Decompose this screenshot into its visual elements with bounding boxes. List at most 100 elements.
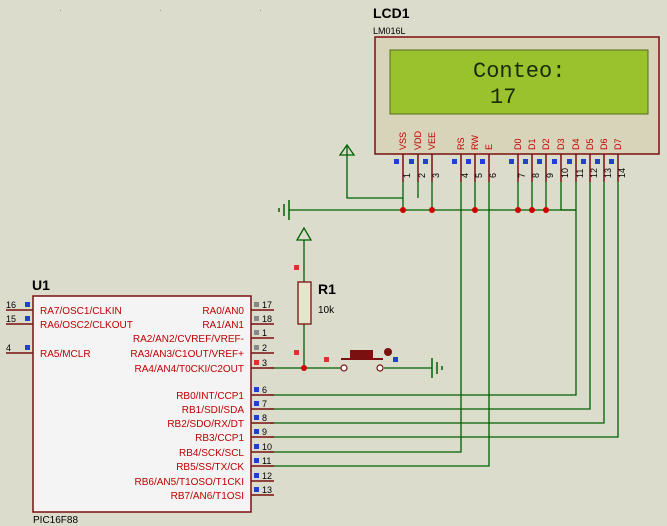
resistor-r1[interactable]: R1 10k	[294, 265, 336, 355]
lcd-pin-number: 4	[460, 173, 470, 178]
lcd-pin-vdd: VDD 2	[409, 130, 427, 182]
wire-e	[270, 182, 490, 467]
mcu-pin-label: RB1/SDI/SDA	[182, 405, 245, 416]
lcd-pin-name: E	[484, 144, 494, 150]
mcu-pin-number: 4	[6, 343, 11, 353]
mcu-right-pin-group: 17RA0/AN018RA1/AN11RA2/AN2/CVREF/VREF-2R…	[130, 300, 274, 502]
mcu-pin-label: RB0/INT/CCP1	[176, 391, 244, 402]
wire-rs	[270, 182, 462, 453]
pin-marker	[254, 487, 259, 492]
wire-d6	[270, 182, 605, 424]
pin-marker	[254, 473, 259, 478]
button-actuator-icon	[384, 348, 392, 356]
lcd-pin-d1: D18	[523, 138, 541, 182]
mcu-pin-label: RB3/CCP1	[195, 433, 244, 444]
lcd-part-label: LM016L	[373, 26, 406, 36]
lcd-pin-name: VDD	[413, 130, 423, 150]
lcd-line-1: Conteo:	[473, 59, 565, 84]
mcu-pin-label: RA6/OSC2/CLKOUT	[40, 320, 133, 331]
mcu-pin-number: 7	[262, 399, 267, 409]
lcd-pin-number: 3	[431, 173, 441, 178]
resistor-ref-label: R1	[318, 281, 336, 297]
pin-marker	[25, 302, 30, 307]
mcu-ref-label: U1	[32, 277, 50, 293]
pin-marker	[324, 357, 329, 362]
mcu-left-pin-group: 16RA7/OSC1/CLKIN15RA6/OSC2/CLKOUT4RA5/MC…	[6, 300, 133, 360]
lcd-pin-number: 1	[402, 173, 412, 178]
lcd-pin-name: D6	[599, 138, 609, 150]
lcd-pin-name: RW	[470, 135, 480, 150]
wire-d7	[270, 182, 619, 438]
mcu-pin-label: RB2/SDO/RX/DT	[167, 419, 244, 430]
mcu-pin-label: RA2/AN2/CVREF/VREF-	[133, 334, 244, 345]
mcu-pin-label: RB6/AN5/T1OSO/T1CKI	[135, 477, 244, 488]
resistor-body	[297, 281, 312, 325]
pin-marker	[254, 302, 259, 307]
mcu-pin-number: 8	[262, 413, 267, 423]
junctions	[301, 207, 549, 371]
mcu-component[interactable]: U1 PIC16F88 16RA7/OSC1/CLKIN15RA6/OSC2/C…	[6, 277, 274, 526]
lcd-pin-number: 11	[575, 169, 585, 178]
pin-marker	[254, 429, 259, 434]
pin-marker	[452, 159, 457, 164]
pin-marker	[423, 159, 428, 164]
lcd-pin-d0: D07	[509, 138, 527, 182]
lcd-pin-number: 2	[417, 173, 427, 178]
lcd-pin-number: 7	[517, 173, 527, 178]
mcu-pin-number: 2	[262, 343, 267, 353]
pin-marker	[25, 316, 30, 321]
pin-marker	[254, 330, 259, 335]
lcd-pin-number: 6	[488, 173, 498, 178]
pin-marker	[254, 458, 259, 463]
pin-marker	[254, 444, 259, 449]
push-button[interactable]	[324, 348, 398, 372]
mcu-part-label: PIC16F88	[33, 515, 78, 526]
pin-marker	[254, 415, 259, 420]
lcd-pin-d2: D29	[537, 138, 555, 182]
pin-marker	[567, 159, 572, 164]
pin-marker	[254, 360, 259, 365]
lcd-pin-number: 14	[617, 168, 627, 178]
wire-vdd	[346, 145, 403, 199]
mcu-pin-label: RB4/SCK/SCL	[179, 448, 244, 459]
wires	[270, 145, 619, 467]
mcu-pin-number: 18	[262, 314, 272, 324]
pin-marker	[254, 345, 259, 350]
mcu-pin-label: RA7/OSC1/CLKIN	[40, 306, 122, 317]
lcd-pin-e: E6	[480, 144, 498, 182]
pin-marker	[254, 401, 259, 406]
ground-icon	[278, 200, 290, 220]
lcd-pin-number: 8	[531, 173, 541, 178]
lcd-component[interactable]: LCD1 LM016L Conteo: 17 VSS1VDD2VEE3RS4RW…	[373, 5, 660, 182]
lcd-pin-number: 10	[560, 168, 570, 178]
pin-marker	[254, 316, 259, 321]
lcd-screen	[389, 49, 649, 115]
pin-marker	[480, 159, 485, 164]
pin-marker	[581, 159, 586, 164]
mcu-pin-label: RB7/AN6/T1OSI	[171, 491, 244, 502]
lcd-pin-name: D2	[541, 138, 551, 150]
pin-marker	[466, 159, 471, 164]
lcd-pin-name: RS	[456, 137, 466, 150]
ground-icon	[431, 358, 443, 378]
pin-marker	[393, 357, 398, 362]
lcd-pin-name: VSS	[398, 132, 408, 150]
mcu-pin-number: 1	[262, 328, 267, 338]
mcu-pin-label: RA4/AN4/T0CKI/C2OUT	[135, 364, 244, 375]
mcu-pin-label: RA3/AN3/C1OUT/VREF+	[130, 349, 244, 360]
lcd-pin-name: D5	[585, 138, 595, 150]
power-arrow-icon	[295, 143, 356, 241]
